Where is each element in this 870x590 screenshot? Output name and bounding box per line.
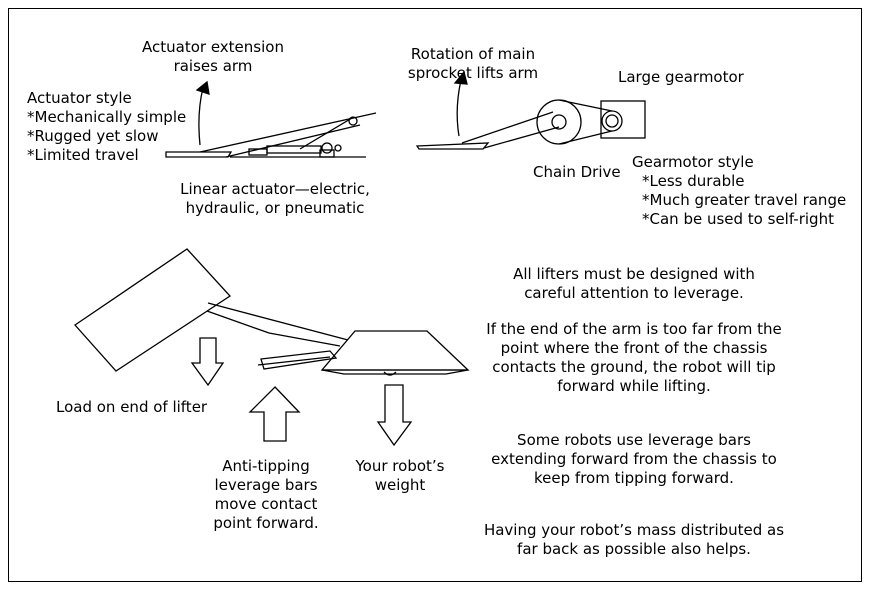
actuator-style-point: *Limited travel [27, 146, 139, 164]
anti-tipping-line: leverage bars [214, 476, 318, 494]
actuator-style-point: *Rugged yet slow [27, 127, 159, 145]
note-mass-distribution: Having your robot’s mass distributed as … [464, 521, 804, 559]
note-line: All lifters must be designed with [513, 265, 755, 283]
note-arm-distance: If the end of the arm is too far from th… [464, 320, 804, 396]
lower-arm-bottom-edge [206, 310, 270, 334]
note-line: far back as possible also helps. [517, 540, 751, 558]
sprocket-rotation-label: Rotation of main sprocket lifts arm [388, 45, 558, 83]
gear-lifter-plate [415, 142, 490, 150]
actuator-base-mount [319, 149, 335, 158]
anti-tipping-line: Anti-tipping [222, 457, 310, 475]
wedge-chassis [320, 330, 470, 371]
linear-actuator-caption-line-1: Linear actuator—electric, [180, 180, 370, 198]
note-line: forward while lifting. [557, 377, 711, 395]
actuator-style-block: Actuator style *Mechanically simple *Rug… [27, 89, 186, 165]
load-arrow [190, 337, 225, 387]
chassis-skirt [321, 369, 469, 375]
arm-pivot [334, 144, 342, 152]
actuator-extension-line-1: Actuator extension [142, 38, 284, 56]
linear-actuator-rod [299, 117, 353, 150]
chain-drive-label: Chain Drive [533, 163, 621, 181]
anti-tipping-line: point forward. [213, 514, 319, 532]
extension-arrow [195, 80, 210, 146]
linear-actuator-lifter [165, 112, 377, 158]
gearmotor-style-point: *Much greater travel range [642, 191, 847, 209]
sprocket-rotation-line-2: sprocket lifts arm [407, 64, 539, 82]
gearmotor-style-point: *Less durable [642, 172, 745, 190]
chassis-foot [383, 371, 397, 376]
anti-tipping-arrow [248, 386, 301, 442]
sprocket-rotation-line-1: Rotation of main [410, 45, 536, 63]
note-line: If the end of the arm is too far from th… [486, 320, 782, 338]
lifter-arm-bottom-edge [225, 124, 361, 158]
note-line: Some robots use leverage bars [517, 431, 751, 449]
anti-tipping-bar [257, 350, 338, 370]
motor-shaft [605, 114, 619, 128]
gearmotor-lifter [415, 99, 646, 150]
linear-actuator-caption: Linear actuator—electric, hydraulic, or … [160, 180, 390, 218]
diagram-border [8, 8, 862, 582]
actuator-extension-label: Actuator extension raises arm [128, 38, 298, 76]
note-line: keep from tipping forward. [534, 469, 734, 487]
gearmotor-style-point: *Can be used to self-right [642, 210, 834, 228]
gear-arm-bottom-edge [483, 126, 560, 149]
motor-sprocket [601, 110, 623, 132]
chain-bottom [558, 130, 613, 145]
actuator-style-title: Actuator style [27, 89, 132, 107]
rotation-arrow [453, 70, 468, 137]
note-line: point where the front of the chassis [500, 339, 768, 357]
note-leverage-bars: Some robots use leverage bars extending … [464, 431, 804, 488]
note-leverage: All lifters must be designed with carefu… [464, 265, 804, 303]
robot-chassis [320, 330, 470, 376]
tilted-load [74, 248, 231, 372]
note-line: contacts the ground, the robot will tip [492, 358, 776, 376]
lower-arm-bottom-edge-2 [268, 332, 341, 347]
actuator-extension-line-2: raises arm [173, 57, 253, 75]
large-gearmotor-label: Large gearmotor [618, 68, 744, 86]
load-box [74, 248, 231, 372]
note-line: Having your robot’s mass distributed as [483, 521, 785, 539]
weight-arrow [376, 384, 413, 447]
chain-top [558, 99, 613, 112]
large-gearmotor [600, 100, 646, 139]
main-sprocket-hub [551, 114, 567, 130]
actuator-style-point: *Mechanically simple [27, 108, 187, 126]
anti-tipping-line: move contact [214, 495, 318, 513]
leverage-bar [260, 350, 338, 370]
gear-arm-top-edge [461, 111, 554, 144]
lifter-arm-lower [206, 302, 349, 347]
arm-hinge [348, 116, 358, 126]
main-sprocket [536, 99, 582, 145]
actuator-pivot [321, 142, 333, 154]
gearmotor-style-block: Gearmotor style *Less durable *Much grea… [632, 153, 846, 229]
robot-weight-line-2: weight [374, 476, 426, 494]
load-on-lifter-label: Load on end of lifter [56, 398, 208, 416]
robot-weight-line-1: Your robot’s [355, 457, 445, 475]
lower-arm-top-edge [207, 302, 349, 341]
leverage-bar-line [257, 356, 331, 366]
gearmotor-style-title: Gearmotor style [632, 153, 754, 171]
note-line: extending forward from the chassis to [491, 450, 777, 468]
robot-weight-label: Your robot’s weight [344, 457, 456, 495]
lifter-arm-top-edge [199, 112, 377, 153]
anti-tipping-label: Anti-tipping leverage bars move contact … [192, 457, 340, 533]
linear-actuator-body [266, 145, 322, 154]
linear-actuator-caption-line-2: hydraulic, or pneumatic [185, 199, 365, 217]
note-line: careful attention to leverage. [524, 284, 744, 302]
